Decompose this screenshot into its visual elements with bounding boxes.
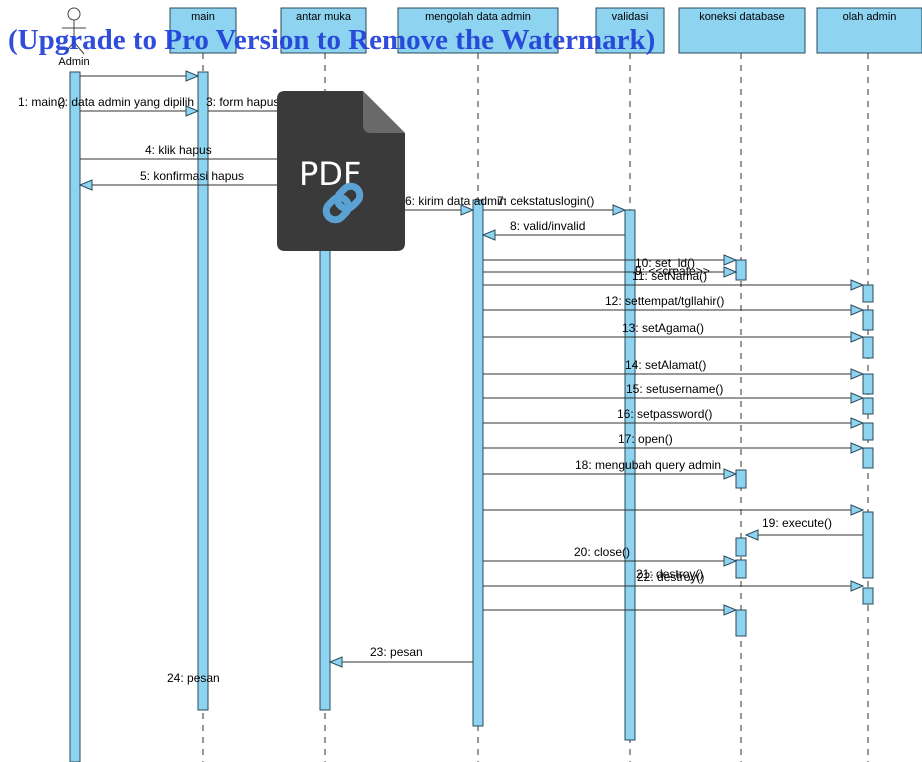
message-label: 7: cekstatuslogin() bbox=[497, 194, 594, 208]
activation-bar-olah bbox=[862, 447, 874, 469]
message-label: 23: pesan bbox=[370, 645, 423, 659]
message-23: 23: pesan bbox=[370, 610, 736, 659]
message-label: 24: pesan bbox=[167, 671, 220, 685]
message-label: 20: close() bbox=[574, 545, 630, 559]
message-label: 16: setpassword() bbox=[617, 407, 712, 421]
message-2: 2: data admin yang dipilih bbox=[58, 95, 198, 111]
message-22: 22: destroy() bbox=[483, 570, 863, 586]
activation-bar-olah bbox=[862, 336, 874, 359]
message-17: 17: open() bbox=[483, 432, 863, 448]
message-14: 14: setAlamat() bbox=[483, 358, 863, 374]
activation-bar-mengolah bbox=[472, 199, 484, 727]
activation-bar-olah bbox=[862, 373, 874, 395]
message-label: 22: destroy() bbox=[637, 570, 704, 584]
message-label: 14: setAlamat() bbox=[625, 358, 706, 372]
message-9: 9: <<create>> bbox=[483, 260, 736, 278]
lifeline-head-main bbox=[169, 7, 237, 54]
message-24: 24: pesan bbox=[167, 662, 473, 685]
lifeline-label-validasi: validasi bbox=[612, 11, 649, 23]
activation-bar-koneksi bbox=[735, 537, 747, 557]
activation-bar-olah bbox=[862, 397, 874, 415]
lifeline-label-olah: olah admin bbox=[843, 11, 897, 23]
message-11: 11: setNama() bbox=[483, 269, 863, 285]
lifeline-head-antar bbox=[280, 7, 367, 54]
activation-bar-antar bbox=[319, 174, 331, 711]
lifeline-label-main: main bbox=[191, 11, 215, 23]
lifeline-label-koneksi: koneksi database bbox=[699, 11, 785, 23]
message-13: 13: setAgama() bbox=[483, 321, 863, 337]
message-label: 8: valid/invalid bbox=[510, 219, 585, 233]
message-label: 4: klik hapus bbox=[145, 143, 212, 157]
activation-bar-admin bbox=[69, 71, 81, 762]
message-label: 5: konfirmasi hapus bbox=[140, 169, 244, 183]
activation-bar-main bbox=[197, 71, 209, 711]
activation-bar-olah bbox=[862, 284, 874, 303]
message-19: 19: execute() bbox=[483, 510, 863, 530]
message-15: 15: setusername() bbox=[483, 382, 863, 398]
lifeline-head-mengolah bbox=[397, 7, 559, 54]
message-16: 16: setpassword() bbox=[483, 407, 863, 423]
lifeline-label-mengolah: mengolah data admin bbox=[425, 11, 531, 23]
message-21: 21: destroy() bbox=[483, 561, 736, 581]
activation-bar-olah bbox=[862, 422, 874, 441]
message-label: 10: set_id() bbox=[635, 256, 695, 270]
message-label: 13: setAgama() bbox=[622, 321, 704, 335]
activation-bar-koneksi bbox=[735, 559, 747, 579]
lifeline-label-antar: antar muka bbox=[296, 11, 352, 23]
message-label: 17: open() bbox=[618, 432, 673, 446]
activation-bar-validasi bbox=[624, 209, 636, 741]
watermark-text: (Upgrade to Pro Version to Remove the Wa… bbox=[8, 24, 655, 56]
message-20: 20: close() bbox=[574, 535, 863, 559]
message-label: 2: data admin yang dipilih bbox=[58, 95, 194, 109]
message-label: 1: main() bbox=[18, 95, 65, 109]
lifeline-head-koneksi bbox=[678, 7, 806, 54]
message-12: 12: settempat/tgllahir() bbox=[483, 294, 863, 310]
message-label: 11: setNama() bbox=[632, 269, 707, 283]
message-8: 8: valid/invalid bbox=[483, 219, 625, 235]
actor-label: Admin bbox=[58, 56, 89, 68]
message-label: 19: execute() bbox=[762, 516, 832, 530]
lifeline-head-olah bbox=[816, 7, 922, 54]
activation-bar-koneksi bbox=[735, 609, 747, 637]
message-label: 6: kirim data admin bbox=[405, 194, 506, 208]
activation-bar-olah bbox=[862, 587, 874, 605]
message-label: 15: setusername() bbox=[626, 382, 723, 396]
activation-bar-koneksi bbox=[735, 259, 747, 281]
message-label: 12: settempat/tgllahir() bbox=[605, 294, 724, 308]
activation-bar-koneksi bbox=[735, 469, 747, 489]
activation-bar-olah bbox=[862, 309, 874, 331]
message-18: 18: mengubah query admin bbox=[483, 458, 736, 474]
message-1: 1: main() bbox=[18, 76, 198, 109]
message-label: 21: destroy() bbox=[636, 567, 703, 581]
message-10: 10: set_id() bbox=[483, 256, 736, 272]
message-label: 18: mengubah query admin bbox=[575, 458, 721, 472]
stick-figure-icon bbox=[62, 7, 86, 55]
message-7: 7: cekstatuslogin() bbox=[483, 194, 625, 210]
lifeline-head-validasi bbox=[595, 7, 665, 54]
message-label: 9: <<create>> bbox=[635, 264, 710, 278]
message-label: 3: form hapus bbox=[206, 95, 279, 109]
pdf-link-icon: PDF bbox=[277, 91, 405, 251]
activation-bar-olah bbox=[862, 511, 874, 579]
